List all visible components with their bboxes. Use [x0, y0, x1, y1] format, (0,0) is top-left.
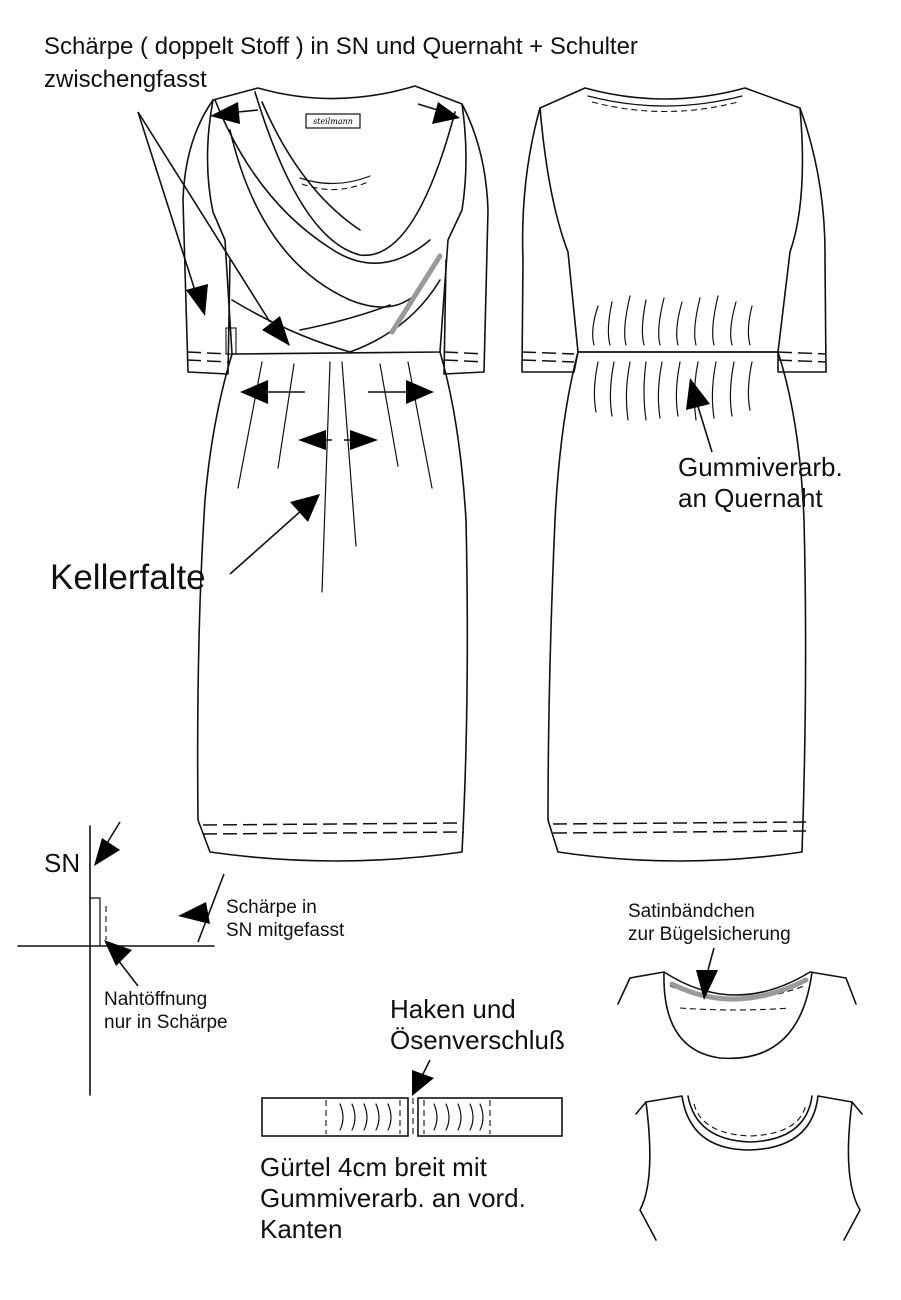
hook-eye-line2: Ösenverschluß [390, 1025, 565, 1055]
sash-note-line2: zwischengfasst [44, 66, 207, 93]
satin-ribbon-line2: zur Bügelsicherung [628, 924, 791, 945]
belt-note-line2: Gummiverarb. an vord. [260, 1183, 526, 1213]
dress-back-view [521, 87, 827, 862]
annotation-arrows [137, 102, 713, 575]
sash-fold [231, 299, 351, 353]
brand-tag-text: steilmann [313, 117, 353, 126]
back-left-sleeve [521, 107, 579, 373]
cowl-fold [214, 99, 431, 265]
gathers [592, 295, 753, 421]
elastic-note-line1: Gummiverarb. [678, 452, 843, 482]
seam-opening-detail [225, 327, 237, 355]
sash-in-sn-note: Schärpe in SN mitgefasst [226, 896, 344, 942]
side-seam-detail [17, 821, 225, 1096]
sash-in-sn-line1: Schärpe in [226, 897, 317, 918]
cowl-fold [254, 91, 456, 257]
pleat-line [277, 363, 295, 469]
front-right-sleeve [443, 103, 489, 375]
elastic-note: Gummiverarb. an Quernaht [678, 452, 843, 514]
brand-tag [305, 113, 361, 129]
sash-fold [349, 279, 441, 353]
seam-opening-line1: Nahtöffnung [104, 989, 208, 1010]
neckline-detail-top [617, 947, 857, 1060]
elastic-note-line2: an Quernaht [678, 483, 823, 513]
seam-opening-line2: nur in Schärpe [104, 1012, 228, 1033]
cowl-fold [261, 101, 361, 231]
hook-eye-note: Haken und Ösenverschluß [390, 994, 565, 1056]
satin-ribbon-note: Satinbändchen zur Bügelsicherung [628, 900, 791, 946]
sash-note-line1: Schärpe ( doppelt Stoff ) in SN und Quer… [44, 33, 638, 60]
dress-front-view: steilmann [182, 85, 489, 862]
satin-strip-front [389, 253, 443, 335]
sash-in-sn-line2: SN mitgefasst [226, 920, 345, 941]
neckline-detail-bottom [635, 1095, 863, 1241]
front-bodice-outline [206, 85, 467, 355]
belt-left-half [261, 1097, 409, 1137]
pleat-line [321, 361, 331, 593]
cowl-fold [229, 129, 421, 308]
belt-note-line1: Gürtel 4cm breit mit [260, 1152, 487, 1182]
back-bodice-outline [539, 87, 804, 353]
pleat-line [379, 363, 399, 467]
seam-opening-note: Nahtöffnung nur in Schärpe [104, 988, 228, 1034]
front-neckline [299, 175, 371, 185]
back-right-sleeve [777, 107, 827, 373]
pleat-line [341, 361, 357, 547]
back-skirt-outline [547, 351, 807, 862]
cowl-fold [299, 304, 391, 331]
sn-label: SN [44, 848, 81, 878]
pleat-line [237, 361, 263, 489]
hook-eye-line1: Haken und [390, 994, 516, 1024]
belt-note-line3: Kanten [260, 1214, 343, 1244]
belt-right-half [417, 1097, 563, 1137]
pleat-line [407, 361, 433, 489]
sash-note: Schärpe ( doppelt Stoff ) in SN und Quer… [44, 30, 638, 96]
satin-ribbon-line1: Satinbändchen [628, 901, 755, 922]
box-pleat-label: Kellerfalte [50, 558, 206, 597]
belt-drawing [261, 1059, 563, 1137]
front-skirt-outline [196, 351, 469, 862]
belt-note: Gürtel 4cm breit mit Gummiverarb. an vor… [260, 1152, 526, 1245]
